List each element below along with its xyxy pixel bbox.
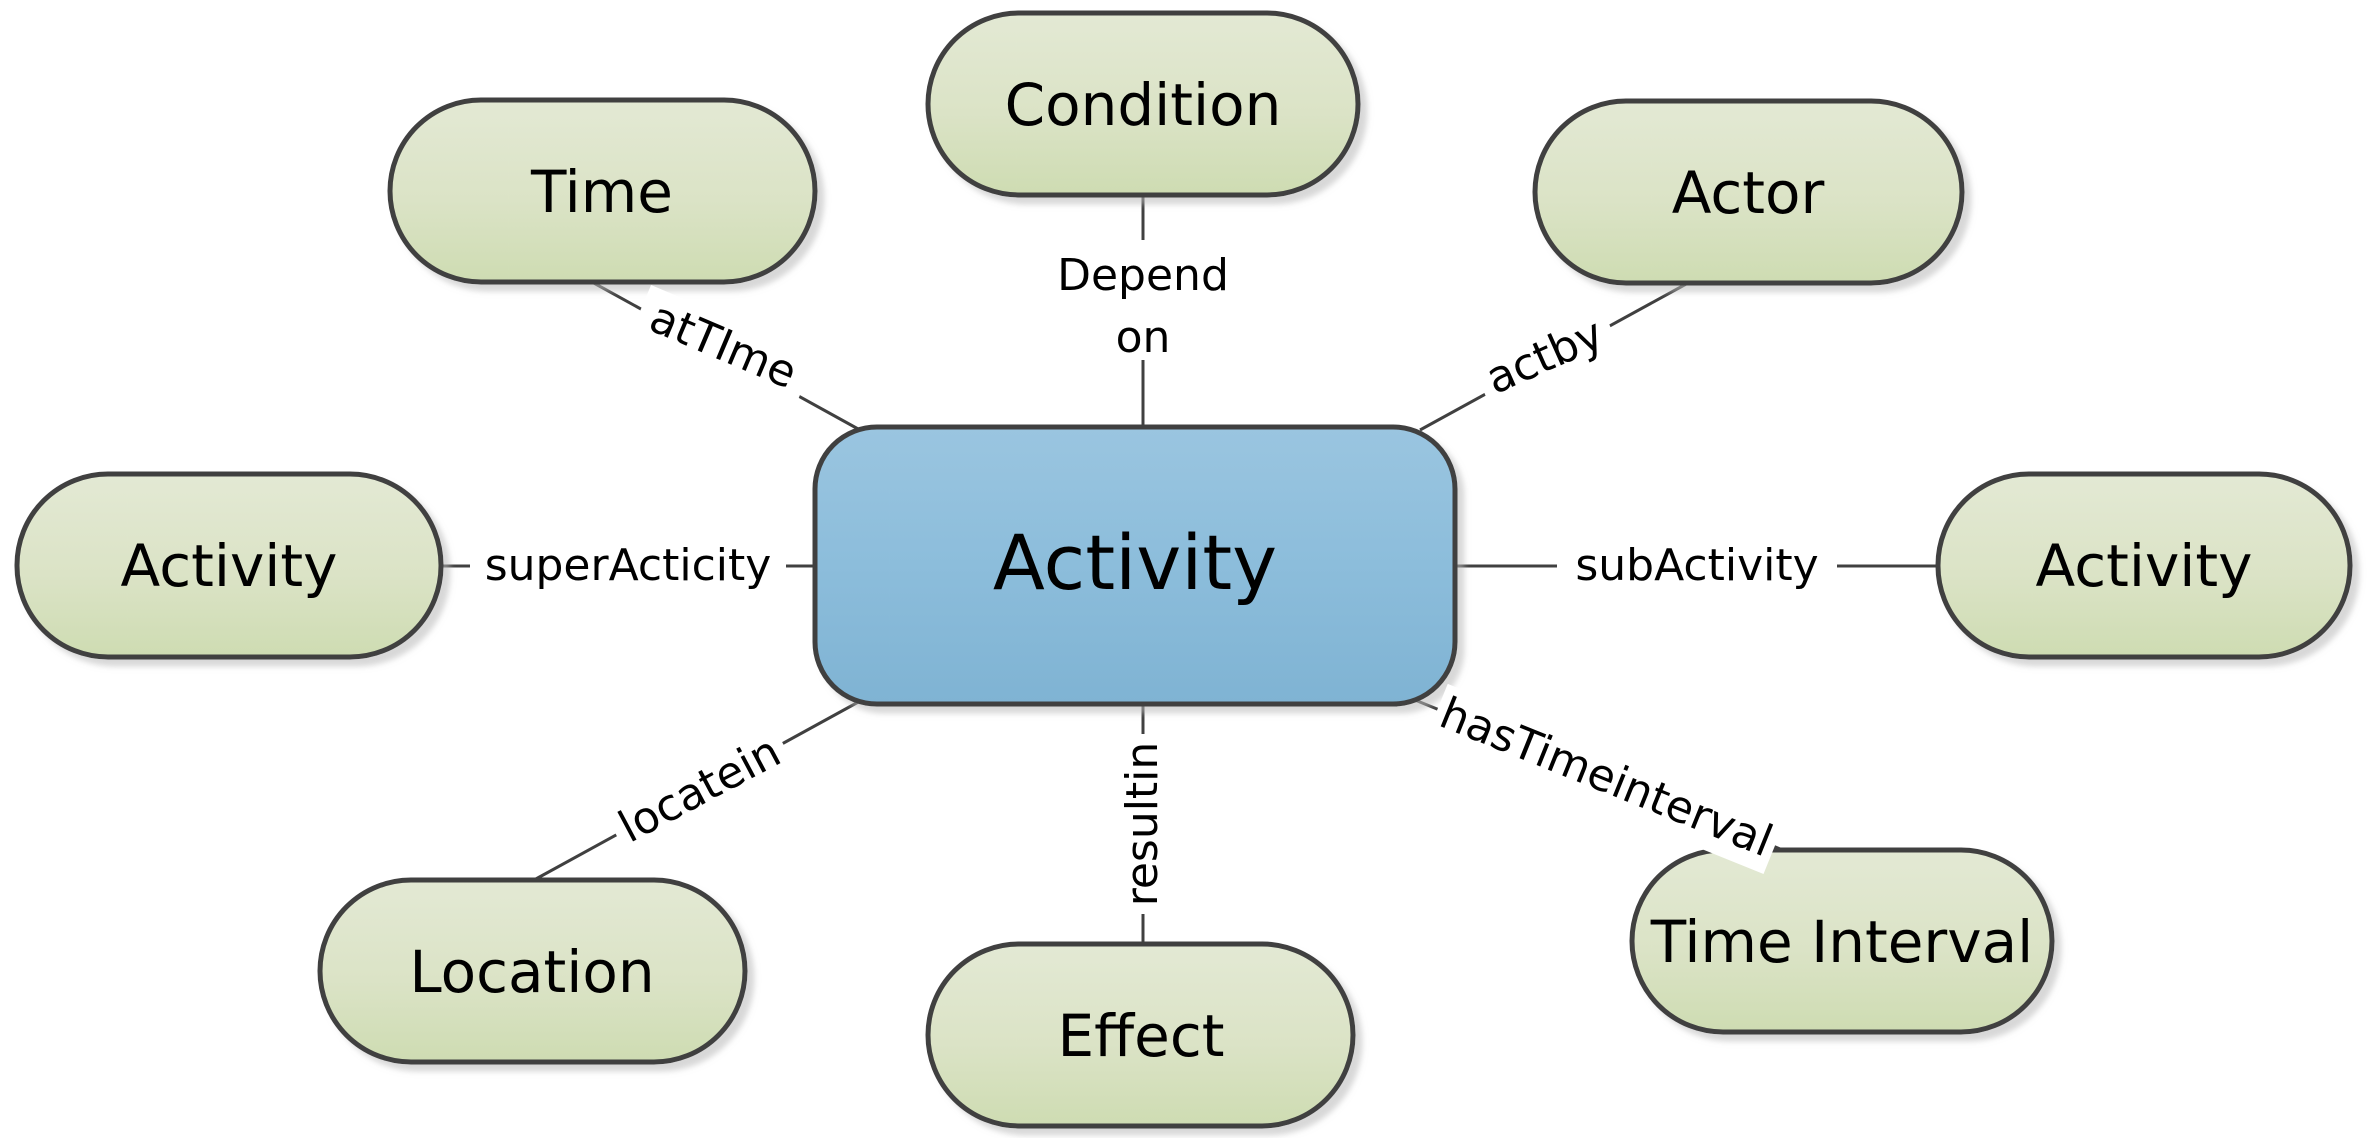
- edge-label-sub-activity: subActivity: [1575, 540, 1818, 591]
- edge-label-at-time-group: atTIme: [628, 285, 817, 409]
- node-time-interval-shape[interactable]: [1629, 847, 2055, 1035]
- node-time-interval-label: Time Interval: [1650, 908, 2034, 976]
- node-actor-label: Actor: [1672, 159, 1825, 227]
- node-location-label: Location: [409, 938, 654, 1006]
- edge-label-actby-group: actby: [1469, 302, 1623, 413]
- node-time[interactable]: [387, 97, 818, 285]
- node-super-activity-label: Activity: [121, 532, 338, 600]
- node-super-activity-shape[interactable]: [14, 471, 444, 660]
- node-sub-activity-shape[interactable]: [1935, 471, 2353, 660]
- edge-label-has-time-interval-group: hasTimeinterval: [1426, 683, 1786, 874]
- node-sub-activity-label: Activity: [2036, 532, 2253, 600]
- edge-label-resultin-bg: [1115, 734, 1173, 914]
- edge-label-locatein-group: locatein: [602, 720, 798, 862]
- edge-label-resultin-group: resultin: [1115, 734, 1173, 914]
- node-time-label: Time: [530, 158, 673, 226]
- node-time-interval[interactable]: [1629, 847, 2055, 1035]
- edge-label-at-time: atTIme: [642, 292, 804, 399]
- node-activity-center-label: Activity: [993, 518, 1277, 607]
- node-sub-activity[interactable]: [1935, 471, 2353, 660]
- node-super-activity[interactable]: [14, 471, 444, 660]
- edge-label-actby: actby: [1479, 308, 1612, 404]
- node-effect-shape[interactable]: [925, 941, 1356, 1129]
- edge-label-super-activity-group: superActicity: [470, 538, 786, 596]
- node-time-shape[interactable]: [387, 97, 818, 285]
- edge-label-depend-on-bg: [1038, 240, 1250, 360]
- edge-label-locatein-bg: [602, 720, 798, 862]
- node-location-shape[interactable]: [317, 877, 748, 1065]
- node-activity-center-shape[interactable]: [812, 424, 1458, 707]
- node-activity-center[interactable]: [812, 424, 1458, 707]
- node-effect-label: Effect: [1058, 1002, 1225, 1070]
- node-condition-label: Condition: [1005, 71, 1282, 139]
- edge-label-super-activity-bg: [470, 538, 786, 596]
- edge-label-resultin: resultin: [1117, 742, 1168, 907]
- edge-label-at-time-bg: [628, 285, 817, 409]
- nodes-layer: Time Condition Actor Activity Activity: [14, 10, 2353, 1129]
- node-location[interactable]: [317, 877, 748, 1065]
- node-condition-shape[interactable]: [925, 10, 1361, 198]
- node-effect[interactable]: [925, 941, 1356, 1129]
- node-actor-shape[interactable]: [1532, 98, 1965, 286]
- edge-label-has-time-interval: hasTimeinterval: [1433, 688, 1780, 868]
- edge-label-depend-on-group: Depend on: [1038, 240, 1250, 363]
- edge-label-actby-bg: [1469, 302, 1623, 413]
- node-actor[interactable]: [1532, 98, 1965, 286]
- edge-label-has-time-interval-bg: [1426, 683, 1786, 874]
- edge-label-depend-on-line1: Depend: [1057, 250, 1229, 301]
- edge-label-sub-activity-group: subActivity: [1557, 538, 1837, 596]
- edge-label-sub-activity-bg: [1557, 538, 1837, 596]
- edge-label-depend-on-line2: on: [1116, 312, 1171, 363]
- edge-label-super-activity: superActicity: [485, 540, 772, 591]
- node-condition[interactable]: [925, 10, 1361, 198]
